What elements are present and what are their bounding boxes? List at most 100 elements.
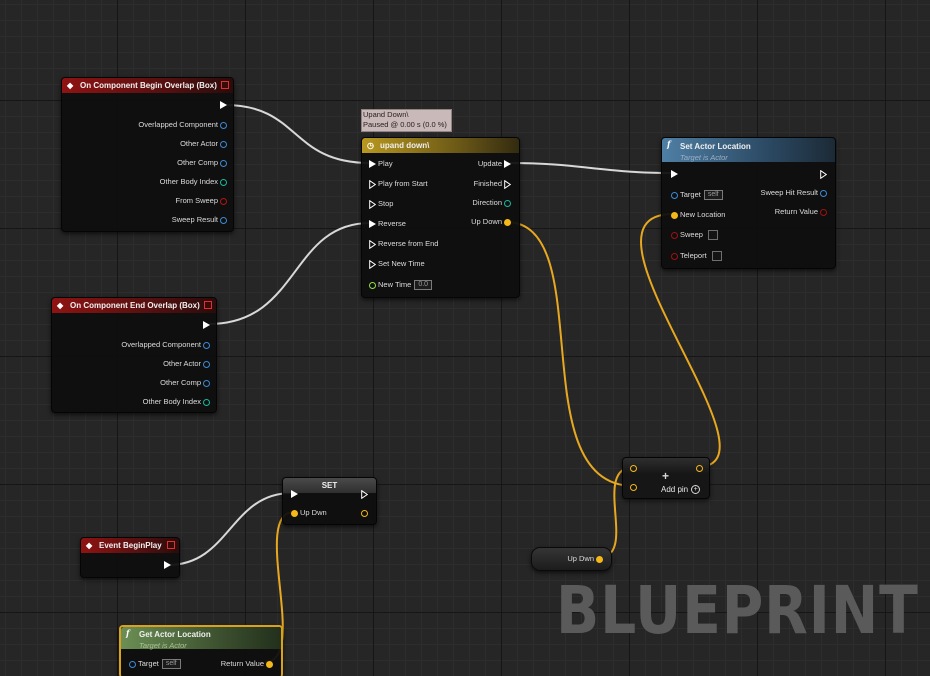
beginplay-exec-out[interactable] xyxy=(162,560,173,570)
object-pin-icon[interactable] xyxy=(129,660,136,668)
get-location-return-value[interactable]: Return Value xyxy=(221,659,275,669)
vector-pin-icon[interactable] xyxy=(291,509,298,517)
end-overlap-exec-out[interactable] xyxy=(201,320,212,330)
struct-pin-icon[interactable] xyxy=(820,189,827,197)
int-pin-icon[interactable] xyxy=(203,398,210,406)
add-input-a[interactable] xyxy=(628,463,639,473)
set-exec-in[interactable] xyxy=(289,489,300,499)
set-location-exec-in[interactable] xyxy=(669,169,680,179)
pin-from-sweep[interactable]: From Sweep xyxy=(175,196,229,206)
pin-play-from-start[interactable]: Play from Start xyxy=(367,179,428,189)
pin-other-actor[interactable]: Other Actor xyxy=(163,359,212,369)
add-input-b[interactable] xyxy=(628,482,639,492)
exec-out-pin-icon[interactable] xyxy=(820,169,827,179)
object-pin-icon[interactable] xyxy=(220,140,227,148)
add-pin-button[interactable]: Add pin+ xyxy=(661,485,701,495)
up-dwn-getter-pin[interactable]: Up Dwn xyxy=(567,554,605,564)
object-pin-icon[interactable] xyxy=(220,159,227,167)
teleport-checkbox[interactable] xyxy=(711,251,722,262)
exec-in-pin-icon[interactable] xyxy=(369,199,376,209)
vector-pin-icon[interactable] xyxy=(696,464,703,472)
bool-pin-icon[interactable] xyxy=(671,231,678,239)
pin-reverse-from-end[interactable]: Reverse from End xyxy=(367,239,438,249)
pin-other-comp[interactable]: Other Comp xyxy=(177,158,229,168)
object-pin-icon[interactable] xyxy=(203,341,210,349)
vector-pin-icon[interactable] xyxy=(671,211,678,219)
target-self-field[interactable]: self xyxy=(161,659,181,670)
pin-update[interactable]: Update xyxy=(478,159,513,169)
pin-other-body-index[interactable]: Other Body Index xyxy=(160,177,229,187)
float-in-pin-icon[interactable] xyxy=(369,281,376,289)
exec-out-pin-icon[interactable] xyxy=(164,561,171,570)
delegate-pin-icon[interactable] xyxy=(167,541,175,549)
begin-overlap-event-node[interactable]: ◆ On Component Begin Overlap (Box) Overl… xyxy=(61,77,234,232)
set-actor-location-node[interactable]: f Set Actor Location Target is Actor Tar… xyxy=(661,137,836,269)
bool-pin-icon[interactable] xyxy=(220,197,227,205)
exec-out-pin-icon[interactable] xyxy=(504,179,511,189)
get-actor-location-header[interactable]: f Get Actor Location Target is Actor xyxy=(121,627,281,650)
exec-in-pin-icon[interactable] xyxy=(369,259,376,269)
begin-overlap-exec-out[interactable] xyxy=(218,100,229,110)
set-exec-out[interactable] xyxy=(359,489,370,499)
pin-other-body-index[interactable]: Other Body Index xyxy=(143,397,212,407)
end-overlap-header[interactable]: ◆ On Component End Overlap (Box) xyxy=(52,298,216,313)
pin-sweep-hit-result[interactable]: Sweep Hit Result xyxy=(760,188,829,198)
float-out-pin-icon[interactable] xyxy=(504,218,511,226)
pin-teleport[interactable]: Teleport xyxy=(669,251,722,262)
pin-new-location[interactable]: New Location xyxy=(669,210,725,220)
event-beginplay-node[interactable]: ◆ Event BeginPlay xyxy=(80,537,180,578)
vector-pin-icon[interactable] xyxy=(630,483,637,491)
pin-sweep-result[interactable]: Sweep Result xyxy=(172,215,229,225)
up-dwn-getter-node[interactable]: Up Dwn xyxy=(531,547,612,571)
pin-set-new-time[interactable]: Set New Time xyxy=(367,259,425,269)
int-pin-icon[interactable] xyxy=(220,178,227,186)
exec-out-pin-icon[interactable] xyxy=(504,160,511,169)
object-pin-icon[interactable] xyxy=(671,191,678,199)
exec-out-pin-icon[interactable] xyxy=(220,101,227,110)
vector-pin-icon[interactable] xyxy=(361,509,368,517)
vector-pin-icon[interactable] xyxy=(596,555,603,563)
pin-return-value[interactable]: Return Value xyxy=(775,207,829,217)
add-output[interactable] xyxy=(694,463,705,473)
get-actor-location-node[interactable]: f Get Actor Location Target is Actor Tar… xyxy=(119,625,283,676)
exec-in-pin-icon[interactable] xyxy=(369,179,376,189)
pin-stop[interactable]: Stop xyxy=(367,199,393,209)
struct-pin-icon[interactable] xyxy=(220,216,227,224)
object-pin-icon[interactable] xyxy=(203,379,210,387)
beginplay-header[interactable]: ◆ Event BeginPlay xyxy=(81,538,179,553)
begin-overlap-header[interactable]: ◆ On Component Begin Overlap (Box) xyxy=(62,78,233,93)
timeline-header[interactable]: ◷ upand down\ xyxy=(362,138,519,153)
add-vector-node[interactable]: + Add pin+ xyxy=(622,457,710,499)
set-pin-up-dwn[interactable]: Up Dwn xyxy=(289,508,327,518)
new-time-input[interactable]: 0.0 xyxy=(414,280,433,291)
set-node-header[interactable]: SET xyxy=(283,478,376,493)
pin-overlapped-component[interactable]: Overlapped Component xyxy=(138,120,229,130)
target-self-field[interactable]: self xyxy=(703,190,723,201)
exec-in-pin-icon[interactable] xyxy=(369,220,376,229)
exec-in-pin-icon[interactable] xyxy=(369,160,376,169)
vector-pin-icon[interactable] xyxy=(266,660,273,668)
exec-out-pin-icon[interactable] xyxy=(203,321,210,330)
pin-other-comp[interactable]: Other Comp xyxy=(160,378,212,388)
pin-sweep[interactable]: Sweep xyxy=(669,230,718,241)
exec-out-pin-icon[interactable] xyxy=(361,489,368,499)
set-actor-location-header[interactable]: f Set Actor Location Target is Actor xyxy=(662,138,835,162)
bool-pin-icon[interactable] xyxy=(671,252,678,260)
pin-overlapped-component[interactable]: Overlapped Component xyxy=(121,340,212,350)
bool-pin-icon[interactable] xyxy=(820,208,827,216)
object-pin-icon[interactable] xyxy=(203,360,210,368)
exec-in-pin-icon[interactable] xyxy=(369,239,376,249)
delegate-pin-icon[interactable] xyxy=(221,81,229,89)
exec-in-pin-icon[interactable] xyxy=(671,170,678,179)
pin-other-actor[interactable]: Other Actor xyxy=(180,139,229,149)
pin-direction[interactable]: Direction xyxy=(472,198,513,208)
pin-up-down[interactable]: Up Down xyxy=(471,217,513,227)
object-pin-icon[interactable] xyxy=(220,121,227,129)
set-location-exec-out[interactable] xyxy=(818,169,829,179)
timeline-node[interactable]: ◷ upand down\ Play Play from Start Stop … xyxy=(361,137,520,298)
sweep-checkbox[interactable] xyxy=(707,230,718,241)
